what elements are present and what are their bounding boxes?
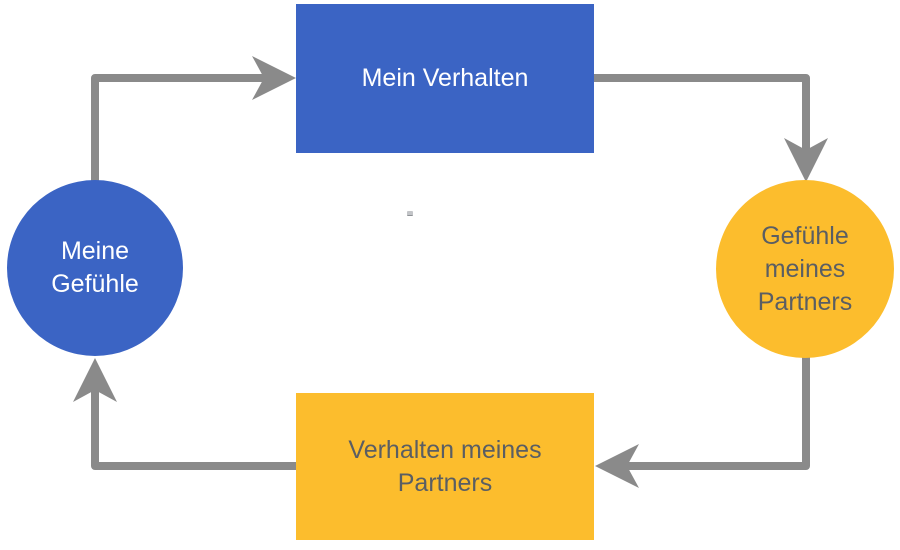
node-verhalten-meines-partners-label: Verhalten meines Partners bbox=[348, 435, 542, 497]
arrow-left-to-top bbox=[91, 56, 296, 182]
arrow-left-to-top-line bbox=[91, 74, 266, 182]
node-gefuehle-meines-partners-label: Gefühle meines Partners bbox=[757, 221, 853, 316]
arrow-left-to-top-head-icon bbox=[252, 56, 296, 100]
stray-mark bbox=[407, 211, 413, 216]
node-mein-verhalten[interactable]: Mein Verhalten bbox=[296, 4, 594, 153]
node-mein-verhalten-label: Mein Verhalten bbox=[361, 64, 529, 92]
arrow-bottom-to-left bbox=[73, 358, 296, 470]
node-gefuehle-meines-partners[interactable]: Gefühle meines Partners bbox=[716, 180, 894, 358]
arrow-bottom-to-left-head-icon bbox=[73, 358, 117, 402]
node-meine-gefuehle-label: Meine Gefühle bbox=[51, 237, 139, 298]
arrow-top-to-right-line bbox=[593, 74, 810, 150]
arrow-top-to-right-head-icon bbox=[784, 138, 828, 182]
node-meine-gefuehle[interactable]: Meine Gefühle bbox=[7, 180, 183, 356]
arrow-top-to-right bbox=[593, 74, 828, 182]
node-verhalten-meines-partners[interactable]: Verhalten meines Partners bbox=[296, 393, 594, 540]
arrow-bottom-to-left-line bbox=[91, 390, 296, 470]
arrow-right-to-bottom-line bbox=[625, 356, 810, 470]
arrow-right-to-bottom bbox=[595, 356, 810, 488]
arrow-right-to-bottom-head-icon bbox=[595, 444, 639, 488]
